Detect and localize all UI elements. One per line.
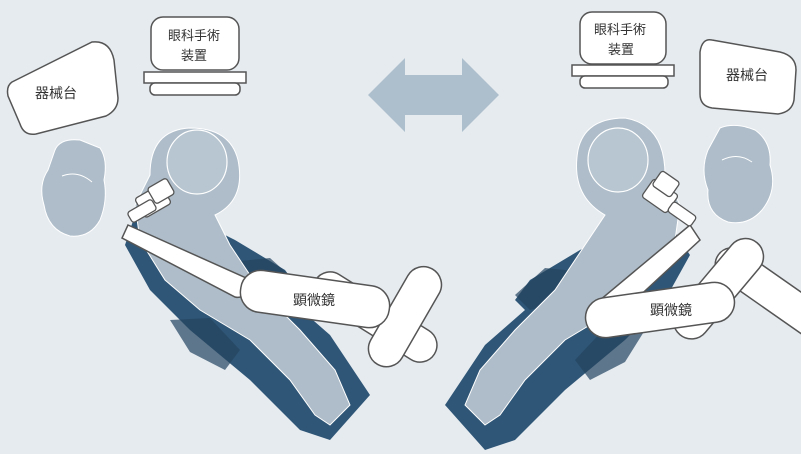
- patient-figure-right: [464, 117, 681, 426]
- swap-arrow-icon: [368, 58, 499, 132]
- device-label-line2-right: 装置: [608, 43, 634, 58]
- left-layout: 器械台 眼科手術 装置: [6, 16, 443, 440]
- instrument-table-label-right: 器械台: [726, 68, 768, 84]
- ophthalmic-device-left: 眼科手術 装置: [143, 16, 247, 96]
- device-label-line1-left: 眼科手術: [168, 29, 220, 44]
- right-layout: 眼科手術 装置 器械台 顕微鏡: [445, 11, 801, 450]
- surgeon-left: [41, 139, 106, 237]
- instrument-table-left: 器械台: [6, 41, 119, 136]
- device-label-line1-right: 眼科手術: [594, 23, 646, 38]
- microscope-head-left: [127, 178, 175, 223]
- surgeon-right: [703, 124, 774, 224]
- instrument-table-right: 器械台: [699, 39, 797, 115]
- instrument-table-label-left: 器械台: [35, 86, 77, 102]
- ophthalmic-device-right: 眼科手術 装置: [571, 11, 675, 89]
- microscope-head-right: [641, 170, 697, 227]
- microscope-label-left: 顕微鏡: [293, 293, 335, 309]
- device-label-line2-left: 装置: [181, 49, 207, 64]
- microscope-label-right: 顕微鏡: [650, 303, 692, 319]
- microscope-left: 顕微鏡: [121, 178, 443, 368]
- microscope-right: 顕微鏡: [584, 170, 801, 349]
